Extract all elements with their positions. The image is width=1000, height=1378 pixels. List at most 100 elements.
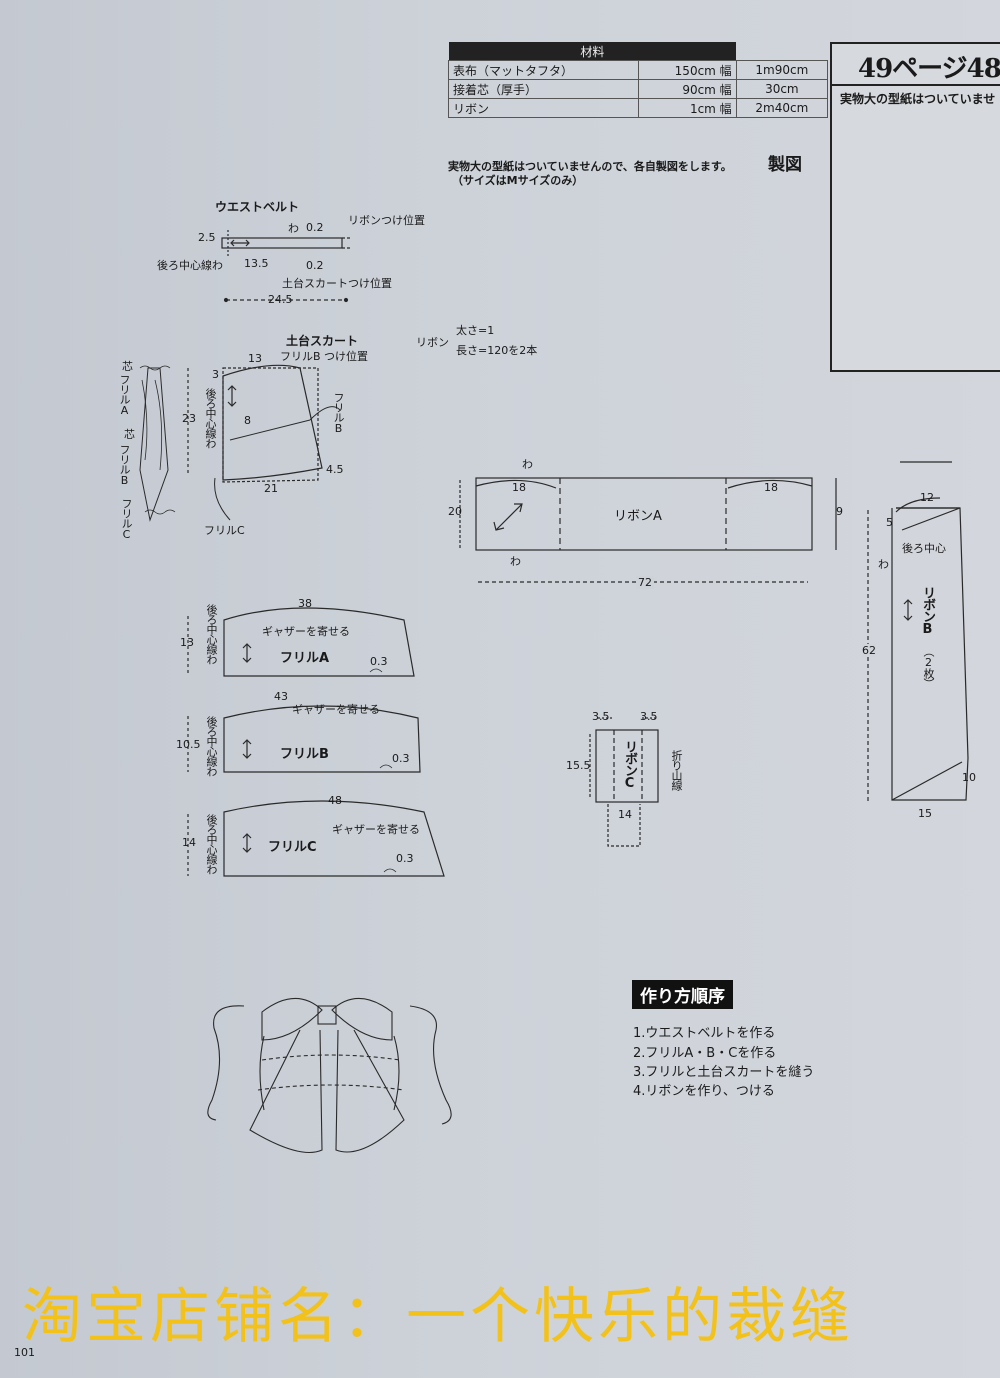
- frill-drawings: [187, 607, 445, 877]
- label-value: 43: [274, 690, 288, 703]
- material-width: 1cm 幅: [638, 98, 737, 118]
- intro-size-note: （サイズはMサイズのみ）: [452, 174, 584, 187]
- waist-belt-drawing: [221, 230, 352, 303]
- label-value: 3.5: [592, 710, 610, 723]
- label-wa: わ: [522, 458, 533, 471]
- base-skirt-drawing: [139, 364, 341, 522]
- step-item: 4.リボンを作り、つける: [633, 1084, 775, 1099]
- intro-heading: 製図: [768, 155, 802, 175]
- steps-heading: 作り方順序: [632, 980, 733, 1009]
- skirt-position-label: 土台スカートつけ位置: [282, 277, 392, 290]
- label-value: 18: [764, 481, 778, 494]
- label-value: 14: [182, 836, 196, 849]
- ribbon-position-label: リボンつけ位置: [348, 214, 425, 227]
- material-length: 2m40cm: [735, 98, 829, 118]
- label-value: 48: [328, 794, 342, 807]
- page-number: 101: [14, 1346, 35, 1359]
- frill-a-label: フリルA: [118, 374, 131, 416]
- gather-label: ギャザーを寄せる: [292, 703, 380, 716]
- label-value: 10: [962, 771, 976, 784]
- label-value: 9: [836, 505, 843, 518]
- materials-header: 材料: [448, 42, 737, 61]
- step-item: 3.フリルと土台スカートを縫う: [633, 1065, 815, 1080]
- materials-row: リボン 1cm 幅 2m40cm: [447, 98, 829, 118]
- back-center-label: 後ろ中心線わ: [204, 388, 217, 448]
- label-value: 8: [244, 414, 251, 427]
- label-value: 20: [448, 505, 462, 518]
- ribbon-c-label: リボンC: [622, 740, 637, 790]
- frill-a-label: フリルA: [280, 651, 330, 666]
- material-width: 90cm 幅: [638, 79, 737, 99]
- core-label: 芯: [124, 428, 135, 441]
- back-center-label: 後ろ中心線わ: [205, 716, 218, 776]
- material-name: リボン: [447, 98, 640, 118]
- label-value: 0.2: [306, 259, 324, 272]
- ribbon-b-label: リボンB: [920, 586, 935, 636]
- label-wa: わ: [288, 222, 299, 235]
- label-value: 13: [180, 636, 194, 649]
- intro-note: 実物大の型紙はついていませんので、各自製図をします。: [448, 160, 732, 173]
- back-center-label: 後ろ中心: [902, 542, 946, 555]
- reference-box: 49ページ48 実物大の型紙はついていませ: [830, 42, 1000, 372]
- label-wa: わ: [878, 558, 889, 571]
- frill-b-position-label: フリルB つけ位置: [280, 350, 369, 363]
- material-length: 30cm: [735, 79, 829, 99]
- label-value: 10.5: [176, 738, 201, 751]
- back-center-label: 後ろ中心線わ: [157, 259, 223, 272]
- label-value: 5: [886, 516, 893, 529]
- reference-title: 49ページ48: [858, 54, 1000, 84]
- label-value: 2.5: [198, 231, 216, 244]
- label-value: 4.5: [326, 463, 344, 476]
- frill-c-label: フリルC: [120, 498, 133, 540]
- frill-b-label: フリルB: [280, 747, 329, 762]
- ribbon-note-width: 太さ=1: [456, 324, 495, 337]
- step-item: 1.ウエストベルトを作る: [633, 1026, 776, 1041]
- ribbon-b-count: （2枚）: [922, 646, 935, 688]
- label-value: 13.5: [244, 257, 269, 270]
- label-value: 15: [918, 807, 932, 820]
- ribbon-c-drawing: [589, 717, 659, 847]
- label-value: 24.5: [268, 293, 293, 306]
- back-center-label: 後ろ中心線わ: [205, 814, 218, 874]
- materials-header-row: 材料: [448, 42, 828, 61]
- core-label: 芯: [122, 360, 133, 373]
- label-value: 12: [920, 491, 934, 504]
- label-value: 18: [512, 481, 526, 494]
- label-value: 0.2: [306, 221, 324, 234]
- shop-watermark: 淘宝店铺名：一个快乐的裁缝: [22, 1282, 854, 1352]
- materials-row: 接着芯（厚手） 90cm 幅 30cm: [447, 79, 829, 99]
- frill-c-label: フリルC: [204, 524, 245, 537]
- base-skirt-title: 土台スカート: [286, 334, 359, 348]
- label-value: 13: [248, 352, 262, 365]
- label-value: 14: [618, 808, 632, 821]
- material-width: 150cm 幅: [638, 60, 737, 80]
- seam-value: 0.3: [392, 752, 410, 765]
- ribbon-b-drawing: [867, 461, 969, 804]
- label-value: 15.5: [566, 759, 591, 772]
- materials-table: 材料 表布（マットタフタ） 150cm 幅 1m90cm 接着芯（厚手） 90c…: [447, 42, 829, 118]
- seam-value: 0.3: [396, 852, 414, 865]
- label-value: 72: [636, 576, 654, 589]
- frill-c-label: フリルC: [268, 840, 317, 855]
- label-value: 21: [264, 482, 278, 495]
- ribbon-note-length: 長さ=120を2本: [456, 344, 538, 357]
- frill-b-label: フリルB: [332, 392, 345, 434]
- ribbon-a-label: リボンA: [614, 509, 662, 524]
- materials-row: 表布（マットタフタ） 150cm 幅 1m90cm: [447, 60, 829, 80]
- label-value: 62: [862, 644, 876, 657]
- material-length: 1m90cm: [735, 60, 829, 80]
- label-wa: わ: [510, 555, 521, 568]
- label-value: 38: [298, 597, 312, 610]
- step-item: 2.フリルA・B・Cを作る: [633, 1046, 777, 1061]
- label-value: 23: [182, 412, 196, 425]
- reference-subtitle: 実物大の型紙はついていませ: [832, 84, 1000, 107]
- back-center-label: 後ろ中心線わ: [205, 604, 218, 664]
- material-name: 表布（マットタフタ）: [447, 60, 640, 80]
- label-value: 3.5: [640, 710, 658, 723]
- gather-label: ギャザーを寄せる: [332, 823, 420, 836]
- fold-line-label: 折り山線: [670, 750, 683, 790]
- materials-header-blank: [736, 42, 827, 61]
- finished-apron-sketch: [207, 997, 452, 1154]
- frill-b-label: フリルB: [118, 444, 131, 486]
